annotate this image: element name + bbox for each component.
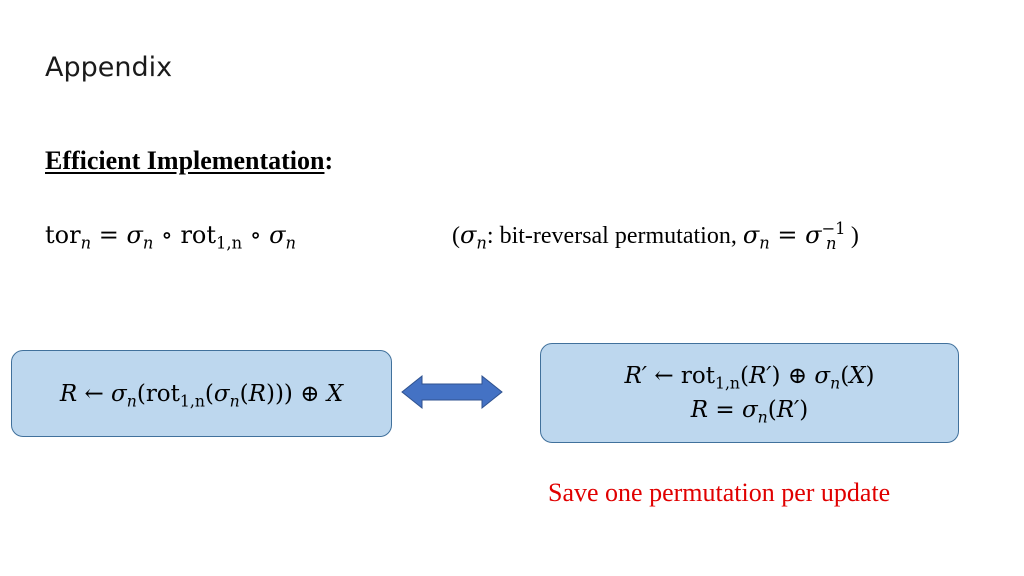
equals-sign: = xyxy=(777,221,798,249)
naive-update-formula: R ← σn(rot1,n(σn(R))) ⊕ X xyxy=(59,380,344,410)
xor-operator: ⊕ xyxy=(787,363,808,389)
sigma-symbol: σ xyxy=(814,363,831,389)
sigma-symbol: σ xyxy=(741,397,758,423)
naive-update-box: R ← σn(rot1,n(σn(R))) ⊕ X xyxy=(11,350,392,437)
assign-arrow: ← xyxy=(654,363,674,389)
assign-arrow: ← xyxy=(84,380,104,407)
tor-subscript: n xyxy=(80,233,92,253)
sigma-subscript: n xyxy=(229,390,240,410)
sigma-subscript: n xyxy=(757,407,768,427)
sigma-symbol: σ xyxy=(269,221,286,249)
rot-symbol: rot xyxy=(180,221,217,249)
compose-operator: ∘ xyxy=(161,221,173,249)
savings-caption: Save one permutation per update xyxy=(548,478,891,507)
equals-sign: = xyxy=(715,397,735,423)
sigma-subscript: n xyxy=(759,233,770,253)
efficient-update-formula-line1: R′ ← rot1,n(R′) ⊕ σn(X) xyxy=(624,363,875,393)
sigma-symbol: σ xyxy=(805,221,822,249)
rot-symbol: rot xyxy=(145,380,180,407)
slide-title: Appendix xyxy=(45,52,173,83)
section-heading-colon: : xyxy=(324,146,334,175)
sigma-note: (σn: bit-reversal permutation, σn = σ−1n… xyxy=(452,219,859,253)
R-prime-symbol: R′ xyxy=(776,397,800,423)
sigma-subscript: n xyxy=(285,233,297,253)
sigma-subscript: n xyxy=(126,390,137,410)
tor-symbol: tor xyxy=(45,221,81,249)
rot-symbol: rot xyxy=(680,363,715,389)
sigma-symbol: σ xyxy=(742,221,760,249)
note-close-paren: ) xyxy=(850,223,859,249)
sigma-symbol: σ xyxy=(111,380,127,407)
R-prime-symbol: R′ xyxy=(624,363,647,389)
tor-definition-formula: torn = σn ∘ rot1,n ∘ σn xyxy=(45,221,296,251)
sigma-subscript: n xyxy=(825,233,837,253)
compose-operator: ∘ xyxy=(249,221,262,249)
sigma-symbol: σ xyxy=(460,221,477,249)
sigma-symbol: σ xyxy=(213,380,230,407)
R-symbol: R xyxy=(690,397,709,423)
X-symbol: X xyxy=(326,380,344,407)
section-heading: Efficient Implementation: xyxy=(45,146,333,176)
R-prime-symbol: R′ xyxy=(748,363,772,389)
equals-sign: = xyxy=(98,221,119,249)
efficient-update-box: R′ ← rot1,n(R′) ⊕ σn(X) R = σn(R′) xyxy=(540,343,959,443)
rot-subscript: 1,n xyxy=(179,390,205,410)
sigma-subscript: n xyxy=(142,233,154,253)
rot-subscript: 1,n xyxy=(715,373,740,393)
efficient-update-formula-line2: R = σn(R′) xyxy=(690,397,809,427)
xor-operator: ⊕ xyxy=(300,380,320,407)
note-open-paren: ( xyxy=(452,223,460,249)
R-symbol: R xyxy=(248,380,266,407)
rot-subscript: 1,n xyxy=(216,233,243,253)
sigma-symbol: σ xyxy=(126,221,143,249)
note-text: : bit-reversal permutation, xyxy=(486,223,743,249)
inverse-superscript: −1 xyxy=(821,219,846,239)
section-heading-text: Efficient Implementation xyxy=(45,146,325,175)
sigma-subscript: n xyxy=(830,373,841,393)
double-arrow-icon xyxy=(401,374,503,410)
R-symbol: R xyxy=(59,380,78,407)
sigma-subscript: n xyxy=(476,233,487,253)
X-symbol: X xyxy=(849,363,866,389)
